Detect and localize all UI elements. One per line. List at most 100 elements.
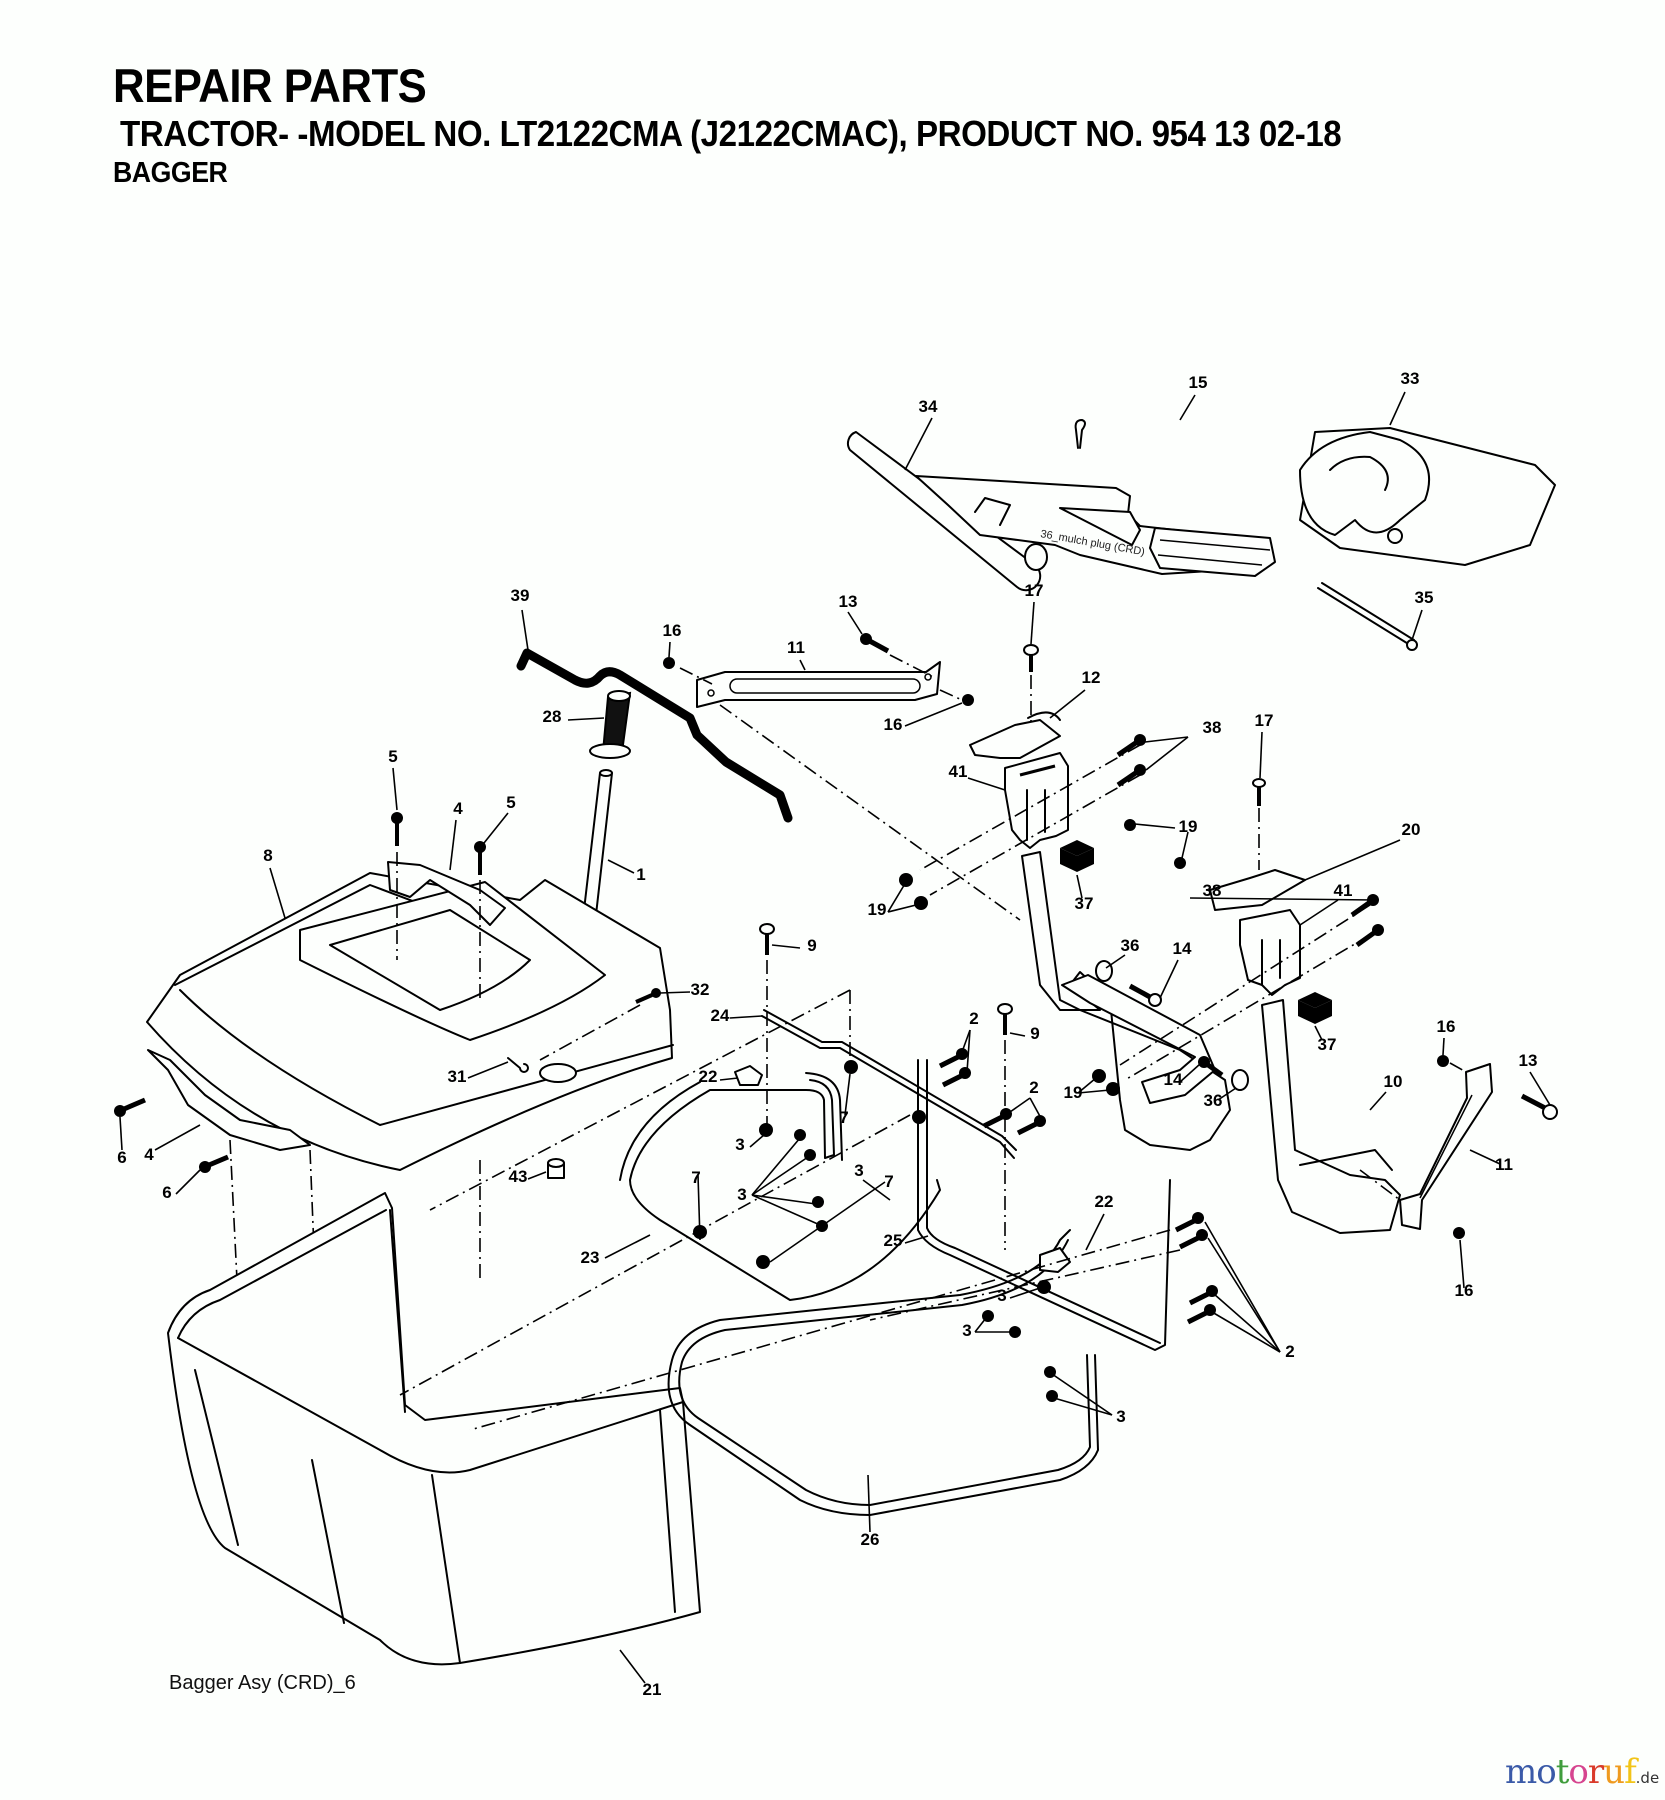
callout-part-4[interactable]: 4 [453,799,463,818]
callout-leader-line [974,1317,987,1333]
logo-letter: f [1624,1752,1637,1792]
callout-part-24[interactable]: 24 [711,1006,730,1025]
part-8-bag-lid [146,872,674,1171]
callout-part-12[interactable]: 12 [1082,668,1101,687]
callout-part-7[interactable]: 7 [691,1168,700,1187]
callout-part-20[interactable]: 20 [1402,820,1421,839]
callout-leader-line [967,777,1006,791]
callout-part-19[interactable]: 19 [868,900,887,919]
callout-part-9[interactable]: 9 [1030,1024,1039,1043]
callout-part-37[interactable]: 37 [1318,1035,1337,1054]
callout-leader-line [847,611,863,635]
callout-part-37[interactable]: 37 [1075,894,1094,913]
callout-leader-line [1134,823,1176,829]
callout-leader-line [607,859,635,874]
callout-part-36[interactable]: 36 [1204,1091,1223,1110]
callout-part-3[interactable]: 3 [737,1185,746,1204]
callout-leader-line [749,1134,765,1148]
callout-part-2[interactable]: 2 [969,1009,978,1028]
callout-part-14[interactable]: 14 [1164,1070,1183,1089]
callout-part-43[interactable]: 43 [509,1167,528,1186]
part-43-plug [547,1158,565,1179]
callout-part-36[interactable]: 36 [1121,936,1140,955]
callout-leader-line [769,1181,886,1263]
callout-part-22[interactable]: 22 [699,1067,718,1086]
callout-part-39[interactable]: 39 [511,586,530,605]
callout-leader-line [862,1179,891,1201]
part-16-nut [962,694,974,706]
callout-leader-line [751,1137,801,1196]
part-39-rod [516,648,793,823]
callout-part-38[interactable]: 38 [1203,718,1222,737]
callout-part-16[interactable]: 16 [663,621,682,640]
callout-leader-line [1217,1087,1237,1101]
part-13-bolt-lower [1520,1093,1558,1120]
part-38-bolts [1116,734,1384,948]
callout-part-6[interactable]: 6 [117,1148,126,1167]
callout-part-31[interactable]: 31 [448,1067,467,1086]
part-35-pin [1317,582,1418,651]
callout-part-5[interactable]: 5 [388,747,397,766]
part-25-frame [917,1059,1171,1351]
callout-part-3[interactable]: 3 [735,1135,744,1154]
callout-part-19[interactable]: 19 [1179,817,1198,836]
logo-wordmark: motoruf [1505,1752,1637,1792]
callout-part-3[interactable]: 3 [962,1321,971,1340]
callout-part-4[interactable]: 4 [144,1145,154,1164]
callout-part-3[interactable]: 3 [997,1286,1006,1305]
callout-part-7[interactable]: 7 [884,1172,893,1191]
part-34-chute-tube [847,431,1048,592]
callout-leader-line [521,609,529,651]
callout-part-15[interactable]: 15 [1189,373,1208,392]
page-title: REPAIR PARTS [113,59,427,112]
callout-part-17[interactable]: 17 [1255,711,1274,730]
callout-part-9[interactable]: 9 [807,936,816,955]
callout-part-21[interactable]: 21 [643,1680,662,1699]
callout-part-11[interactable]: 11 [1495,1155,1513,1174]
callout-part-19[interactable]: 19 [1064,1083,1083,1102]
part-16-nut [1437,1055,1449,1067]
callout-part-5[interactable]: 5 [506,793,515,812]
callout-part-38[interactable]: 38 [1203,881,1222,900]
callout-part-34[interactable]: 34 [919,397,938,416]
callout-part-33[interactable]: 33 [1401,369,1420,388]
callout-leader-line [604,1234,651,1259]
callout-part-2[interactable]: 2 [1029,1078,1038,1097]
callout-part-14[interactable]: 14 [1173,939,1192,958]
callout-part-13[interactable]: 13 [1519,1051,1538,1070]
callout-part-2[interactable]: 2 [1285,1342,1294,1361]
callout-leader-line [1179,394,1196,421]
callout-leader-line [1009,1097,1031,1113]
part-17-screw [1023,644,1039,725]
callout-part-16[interactable]: 16 [884,715,903,734]
callout-part-13[interactable]: 13 [839,592,858,611]
callout-part-7[interactable]: 7 [839,1108,848,1127]
callout-part-8[interactable]: 8 [263,846,272,865]
callout-part-41[interactable]: 41 [949,762,968,781]
callout-part-11[interactable]: 11 [787,638,805,657]
callout-part-28[interactable]: 28 [543,707,562,726]
callout-part-23[interactable]: 23 [581,1248,600,1267]
motoruf-watermark-logo[interactable]: motoruf.de [1505,1752,1659,1792]
callout-part-32[interactable]: 32 [691,980,710,999]
callout-leader-line [904,417,933,471]
callout-part-17[interactable]: 17 [1025,581,1044,600]
callout-part-41[interactable]: 41 [1334,881,1353,900]
callout-part-3[interactable]: 3 [1116,1407,1125,1426]
callout-part-22[interactable]: 22 [1095,1192,1114,1211]
callout-part-10[interactable]: 10 [1384,1072,1403,1091]
callout-part-16[interactable]: 16 [1455,1281,1474,1300]
part-32-screw [635,988,661,1004]
mulch-plug: 36_mulch plug (CRD) [915,475,1276,577]
callout-part-35[interactable]: 35 [1415,588,1434,607]
part-21-bag [167,1192,701,1666]
callout-part-26[interactable]: 26 [861,1530,880,1549]
callout-part-1[interactable]: 1 [636,865,645,884]
callout-part-6[interactable]: 6 [162,1183,171,1202]
callout-part-3[interactable]: 3 [854,1161,863,1180]
callout-part-25[interactable]: 25 [884,1231,903,1250]
callout-leader-line [668,641,671,658]
callout-part-16[interactable]: 16 [1437,1017,1456,1036]
